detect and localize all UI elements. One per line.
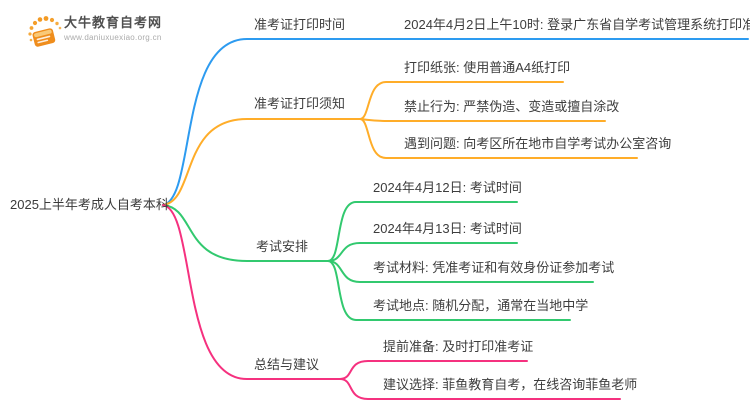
- branch3-child4-line: [327, 260, 571, 321]
- logo-title: 大牛教育自考网: [64, 15, 163, 30]
- branch2-label: 准考证打印须知: [254, 96, 346, 111]
- branch3-label: 考试安排: [256, 239, 309, 254]
- branch3-child3-line: [327, 260, 594, 283]
- branch4-child1-line: [339, 360, 528, 380]
- branch1-child1: 2024年4月2日上午10时: 登录广东省自学考试管理系统打印准考证: [404, 17, 750, 32]
- branch2-child1-line: [359, 81, 564, 120]
- branch2-child1: 打印纸张: 使用普通A4纸打印: [404, 60, 571, 75]
- branch1-line: [162, 38, 749, 206]
- book-sun-icon: [28, 16, 62, 47]
- branch3-child1: 2024年4月12日: 考试时间: [373, 180, 522, 195]
- logo-url: www.daniuxuexiao.org.cn: [64, 33, 162, 42]
- branch4-trunk-line: [162, 204, 341, 380]
- branch3-trunk-line: [162, 204, 329, 262]
- branch2-child2-line: [359, 118, 606, 122]
- branch2-trunk-line: [162, 118, 361, 206]
- branch3-child2: 2024年4月13日: 考试时间: [373, 221, 522, 236]
- root-node: 2025上半年考成人自考本科: [10, 197, 169, 212]
- branch4-child1: 提前准备: 及时打印准考证: [383, 339, 534, 354]
- branch3-child1-line: [327, 201, 518, 262]
- branch3-child3: 考试材料: 凭准考证和有效身份证参加考试: [373, 260, 615, 275]
- branch4-child2-line: [339, 378, 621, 400]
- branch4-label: 总结与建议: [254, 357, 320, 372]
- branch1-label: 准考证打印时间: [254, 17, 346, 32]
- branch3-child4: 考试地点: 随机分配，通常在当地中学: [373, 298, 589, 313]
- site-logo: 大牛教育自考网 www.daniuxuexiao.org.cn: [28, 9, 228, 49]
- branch2-child3-line: [359, 118, 638, 159]
- branch2-child2: 禁止行为: 严禁伪造、变造或擅自涂改: [404, 99, 620, 114]
- branch3-child2-line: [327, 242, 518, 262]
- branch4-child2: 建议选择: 菲鱼教育自考，在线咨询菲鱼老师: [383, 377, 638, 392]
- branch2-child3: 遇到问题: 向考区所在地市自学考试办公室咨询: [404, 136, 672, 151]
